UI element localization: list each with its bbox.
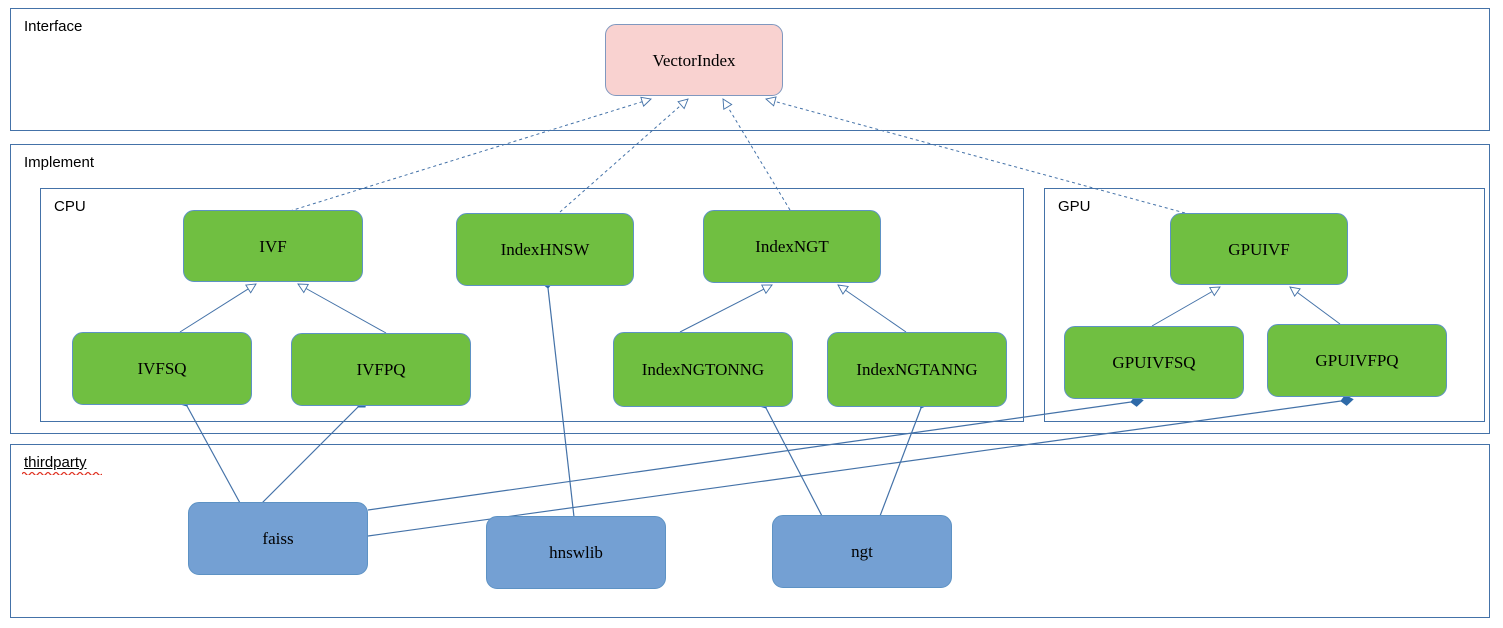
class-node-label: ngt [851,542,873,561]
container-label-thirdparty: thirdparty [22,454,102,475]
edge-realization-ivf-to-vectorindex [289,99,651,212]
class-node-gpuivfsq[interactable]: GPUIVFSQ [1064,326,1244,399]
class-node-label: faiss [262,529,294,548]
edge-realization-indexhnsw-to-vectorindex [559,99,688,213]
container-label-interface: Interface [22,18,85,35]
edge-composition-ngt-to-indexngtonng [758,396,823,517]
class-node-label: VectorIndex [652,50,736,70]
class-node-label: IndexNGT [755,237,829,256]
edge-composition-hnswlib-to-indexhnsw [541,275,575,518]
class-node-indexhnsw[interactable]: IndexHNSW [456,213,634,286]
edge-inheritance-ivfpq-to-ivf [298,284,387,334]
container-label-implement: Implement [22,154,97,171]
class-node-indexngtanng[interactable]: IndexNGTANNG [827,332,1007,407]
class-node-faiss[interactable]: faiss [188,502,368,575]
class-node-ngt[interactable]: ngt [772,515,952,588]
class-node-label: hnswlib [549,543,603,562]
container-interface [10,8,1490,131]
edge-composition-faiss-to-ivfpq [261,397,368,504]
edge-inheritance-ivfsq-to-ivf [179,284,256,333]
class-node-label: GPUIVFPQ [1315,351,1399,370]
class-node-vectorindex[interactable]: VectorIndex [605,24,783,96]
container-label-thirdparty-text: thirdparty [24,454,87,471]
edge-inheritance-indexngtanng-to-indexngt [838,285,907,333]
class-node-indexngtonng[interactable]: IndexNGTONNG [613,332,793,407]
container-label-gpu: GPU [1056,198,1093,215]
class-node-indexngt[interactable]: IndexNGT [703,210,881,283]
class-node-label: IndexNGTONNG [641,360,765,379]
class-node-label: GPUIVF [1228,239,1290,259]
container-label-cpu: CPU [52,198,88,215]
class-node-label: IVFSQ [137,359,187,378]
class-node-hnswlib[interactable]: hnswlib [486,516,666,589]
class-node-label: GPUIVFSQ [1112,353,1196,372]
class-node-gpuivfpq[interactable]: GPUIVFPQ [1267,324,1447,397]
class-node-ivf[interactable]: IVF [183,210,363,282]
edge-realization-indexngt-to-vectorindex [723,99,791,211]
edge-composition-faiss-to-gpuivfpq [367,394,1354,537]
class-node-label: IVF [259,236,287,256]
container-implement [10,144,1490,434]
class-node-ivfpq[interactable]: IVFPQ [291,333,471,406]
class-node-label: IVFPQ [356,360,406,379]
edge-inheritance-gpuivfpq-to-gpuivf [1290,287,1341,325]
container-thirdparty [10,444,1490,618]
edge-inheritance-indexngtonng-to-indexngt [679,285,772,333]
class-node-ivfsq[interactable]: IVFSQ [72,332,252,405]
container-gpu [1044,188,1485,422]
edge-composition-ngt-to-indexngtanng [879,395,929,517]
container-cpu [40,188,1024,422]
class-node-label: IndexNGTANNG [856,360,978,379]
class-node-label: IndexHNSW [500,240,590,259]
edge-realization-gpuivf-to-vectorindex [766,99,1186,214]
edge-composition-faiss-to-ivfsq [179,394,241,504]
spellcheck-squiggle-icon [22,471,102,475]
class-node-gpuivf[interactable]: GPUIVF [1170,213,1348,285]
edge-composition-faiss-to-gpuivfsq [367,395,1144,511]
edge-inheritance-gpuivfsq-to-gpuivf [1151,287,1220,327]
